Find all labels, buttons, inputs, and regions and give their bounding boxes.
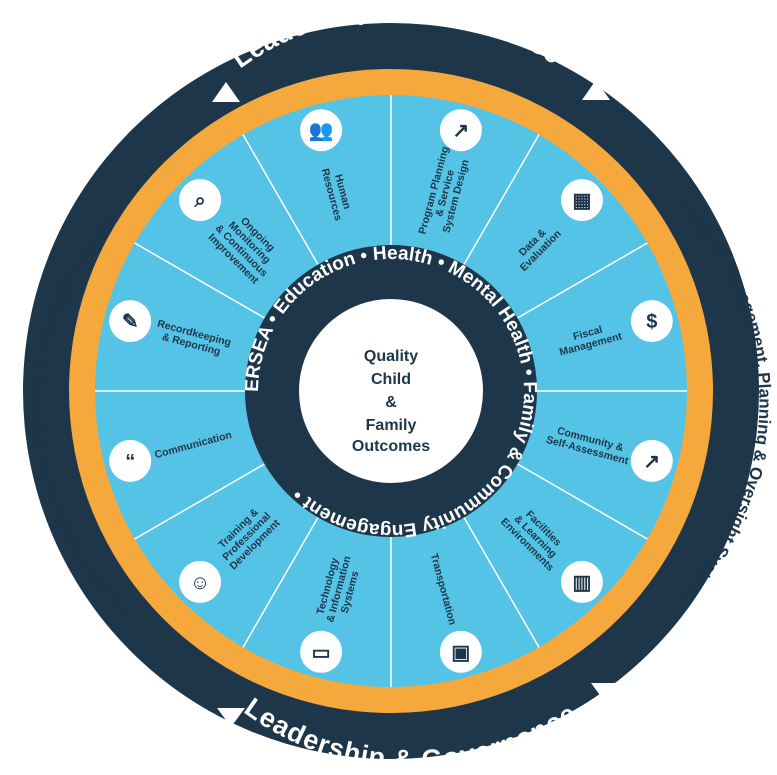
segment-divider — [242, 517, 319, 648]
bottom-left-arrow-icon — [217, 708, 245, 727]
segment-divider — [242, 134, 319, 265]
center-line: Family — [366, 417, 417, 434]
presentation-chart-icon: ↗ — [452, 120, 469, 142]
magnifier-chart-icon-badge — [179, 179, 222, 222]
monitor-icon: ▭ — [312, 642, 331, 664]
telescope-icon: ↗ — [643, 451, 660, 473]
clipboard-icon: ✎ — [122, 311, 139, 333]
map-icon-badge — [560, 179, 603, 222]
people-icon: 👥 — [309, 120, 334, 142]
segment-dividers — [95, 95, 687, 687]
top-left-arrow-icon — [212, 82, 240, 102]
segment-divider — [517, 463, 648, 540]
center-line: Child — [371, 371, 411, 388]
building-icon: ▥ — [572, 572, 591, 594]
map-icon: ▦ — [572, 190, 591, 212]
dollar-icon: $ — [646, 311, 657, 333]
speech-bubbles-icon: “ — [125, 451, 135, 473]
bus-icon: ▣ — [451, 642, 470, 664]
speech-bubbles-icon-badge — [109, 439, 152, 482]
center-line: Quality — [364, 348, 418, 365]
magnifier-chart-icon: ⌕ — [193, 190, 205, 212]
people-icon-badge — [300, 109, 343, 152]
clipboard-icon-badge — [109, 300, 152, 343]
center-circle — [299, 299, 483, 483]
telescope-icon-badge — [630, 439, 673, 482]
center-label: Quality Child & Family Outcomes — [352, 348, 430, 455]
top-right-arrow-icon — [582, 80, 610, 100]
segment-divider — [134, 242, 265, 319]
teacher-icon-badge — [179, 560, 222, 603]
dollar-icon-badge — [630, 300, 673, 343]
presentation-chart-icon-badge — [439, 109, 482, 152]
center-line: & — [385, 394, 397, 411]
segment-human-resources: 👥HumanResources — [300, 109, 353, 222]
segment-divider — [463, 517, 540, 648]
center-line: Outcomes — [352, 438, 430, 455]
monitor-icon-badge — [300, 630, 343, 673]
segment-divider — [134, 463, 265, 540]
teacher-icon: ☺ — [190, 572, 210, 594]
segment-divider — [517, 242, 648, 319]
bottom-right-arrow-icon — [591, 683, 619, 702]
bus-icon-badge — [439, 630, 482, 673]
building-icon-badge — [560, 560, 603, 603]
segment-divider — [463, 134, 540, 265]
